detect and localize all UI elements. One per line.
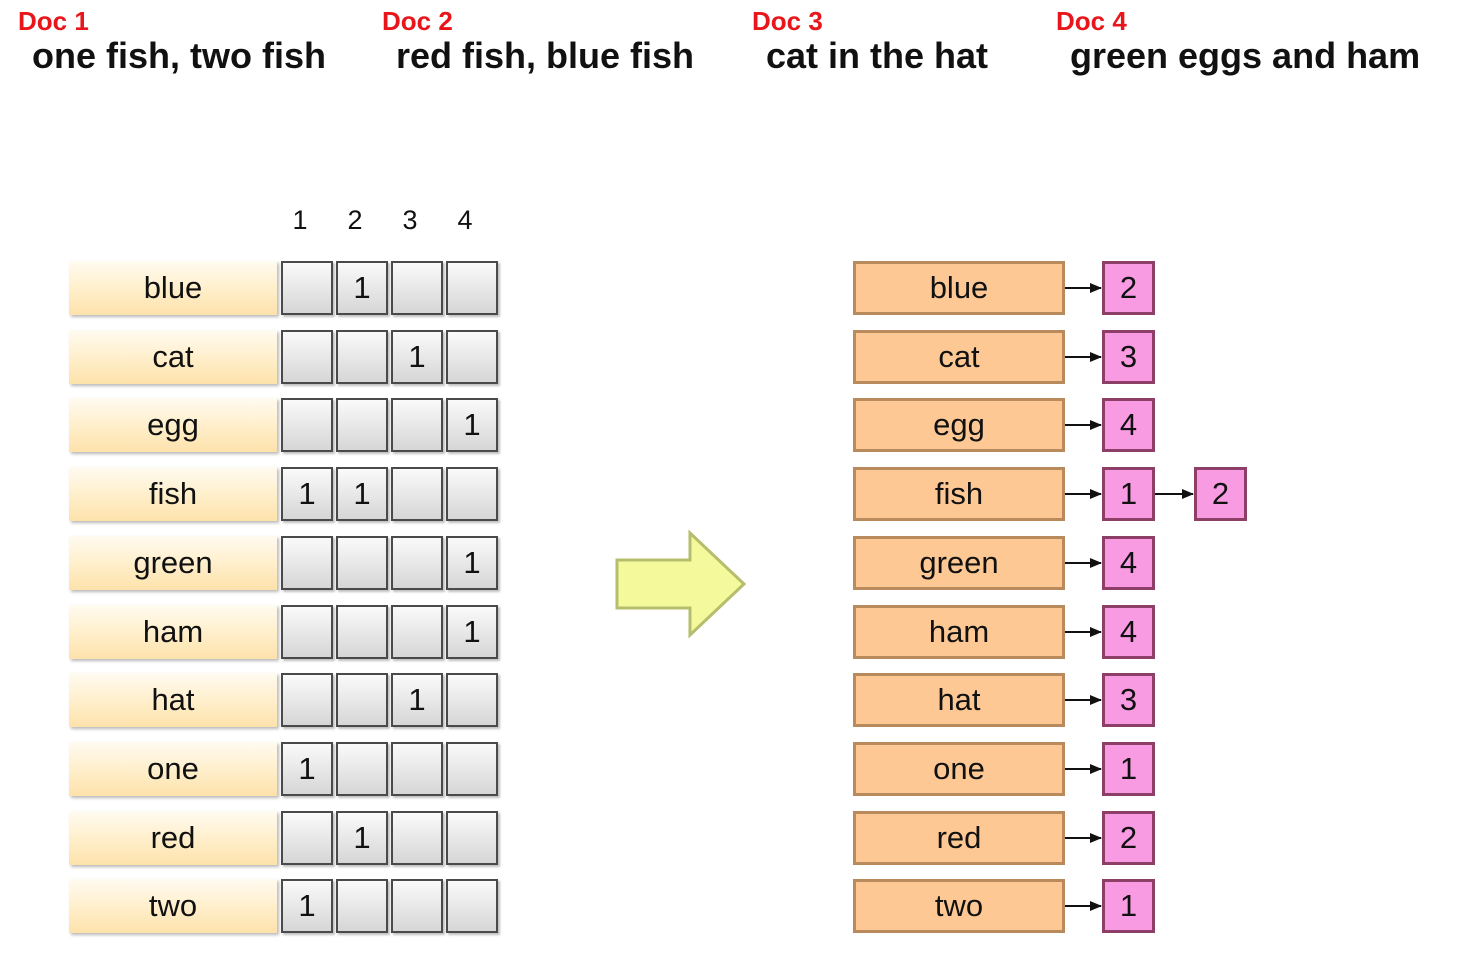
matrix-cell: 1 [446, 605, 498, 659]
matrix-cell [446, 811, 498, 865]
matrix-cell [336, 742, 388, 796]
matrix-cell: 1 [391, 330, 443, 384]
doc-2: Doc 2 red fish, blue fish [382, 6, 694, 76]
matrix-cell [336, 398, 388, 452]
matrix-cell [336, 879, 388, 933]
doc-3: Doc 3 cat in the hat [752, 6, 988, 76]
posting-doc-id: 4 [1102, 398, 1155, 452]
posting-doc-id: 2 [1194, 467, 1247, 521]
matrix-cell [391, 742, 443, 796]
index-term-one: one [853, 742, 1065, 796]
matrix-cell [391, 879, 443, 933]
posting-doc-id: 2 [1102, 811, 1155, 865]
matrix-cell [391, 261, 443, 315]
posting-doc-id: 1 [1102, 742, 1155, 796]
index-term-egg: egg [853, 398, 1065, 452]
matrix-cell [446, 879, 498, 933]
index-term-red: red [853, 811, 1065, 865]
posting-doc-id: 4 [1102, 605, 1155, 659]
matrix-term-hat: hat [69, 673, 277, 727]
matrix-term-two: two [69, 879, 277, 933]
matrix-cell: 1 [336, 467, 388, 521]
matrix-cell [281, 811, 333, 865]
posting-doc-id: 3 [1102, 330, 1155, 384]
matrix-cell [336, 536, 388, 590]
index-term-hat: hat [853, 673, 1065, 727]
matrix-cell [446, 330, 498, 384]
posting-doc-id: 3 [1102, 673, 1155, 727]
matrix-cell [281, 330, 333, 384]
matrix-cell [446, 673, 498, 727]
matrix-cell [336, 605, 388, 659]
matrix-cell [391, 536, 443, 590]
doc-label: Doc 3 [752, 6, 823, 36]
matrix-term-egg: egg [69, 398, 277, 452]
matrix-cell [446, 467, 498, 521]
index-term-two: two [853, 879, 1065, 933]
matrix-cell: 1 [446, 398, 498, 452]
column-header: 2 [347, 205, 363, 235]
doc-text: cat in the hat [766, 35, 989, 76]
matrix-term-red: red [69, 811, 277, 865]
doc-1: Doc 1 one fish, two fish [18, 6, 326, 76]
posting-doc-id: 4 [1102, 536, 1155, 590]
matrix-cell [281, 605, 333, 659]
posting-doc-id: 2 [1102, 261, 1155, 315]
matrix-cell: 1 [336, 811, 388, 865]
column-header: 4 [457, 205, 473, 235]
matrix-term-one: one [69, 742, 277, 796]
matrix-term-cat: cat [69, 330, 277, 384]
index-term-cat: cat [853, 330, 1065, 384]
doc-label: Doc 1 [18, 6, 89, 36]
doc-4: Doc 4 green eggs and ham [1056, 6, 1420, 76]
doc-text: green eggs and ham [1070, 35, 1421, 76]
index-term-green: green [853, 536, 1065, 590]
matrix-cell: 1 [446, 536, 498, 590]
matrix-cell: 1 [281, 879, 333, 933]
doc-text: one fish, two fish [32, 35, 326, 76]
matrix-cell [281, 536, 333, 590]
matrix-cell: 1 [281, 467, 333, 521]
posting-doc-id: 1 [1102, 467, 1155, 521]
doc-label: Doc 2 [382, 6, 453, 36]
matrix-cell: 1 [281, 742, 333, 796]
matrix-cell [281, 398, 333, 452]
matrix-cell [281, 261, 333, 315]
matrix-term-ham: ham [69, 605, 277, 659]
matrix-term-blue: blue [69, 261, 277, 315]
matrix-cell: 1 [336, 261, 388, 315]
matrix-cell [281, 673, 333, 727]
matrix-cell [391, 467, 443, 521]
doc-label: Doc 4 [1056, 6, 1127, 36]
matrix-cell [336, 673, 388, 727]
index-term-fish: fish [853, 467, 1065, 521]
transform-arrow-icon [615, 529, 747, 639]
doc-text: red fish, blue fish [396, 35, 695, 76]
column-header: 1 [292, 205, 308, 235]
matrix-cell [391, 605, 443, 659]
matrix-cell [446, 261, 498, 315]
matrix-cell [391, 398, 443, 452]
matrix-term-green: green [69, 536, 277, 590]
index-term-blue: blue [853, 261, 1065, 315]
matrix-cell [336, 330, 388, 384]
column-header: 3 [402, 205, 418, 235]
matrix-cell [391, 811, 443, 865]
matrix-cell [446, 742, 498, 796]
matrix-cell: 1 [391, 673, 443, 727]
index-term-ham: ham [853, 605, 1065, 659]
posting-doc-id: 1 [1102, 879, 1155, 933]
matrix-term-fish: fish [69, 467, 277, 521]
